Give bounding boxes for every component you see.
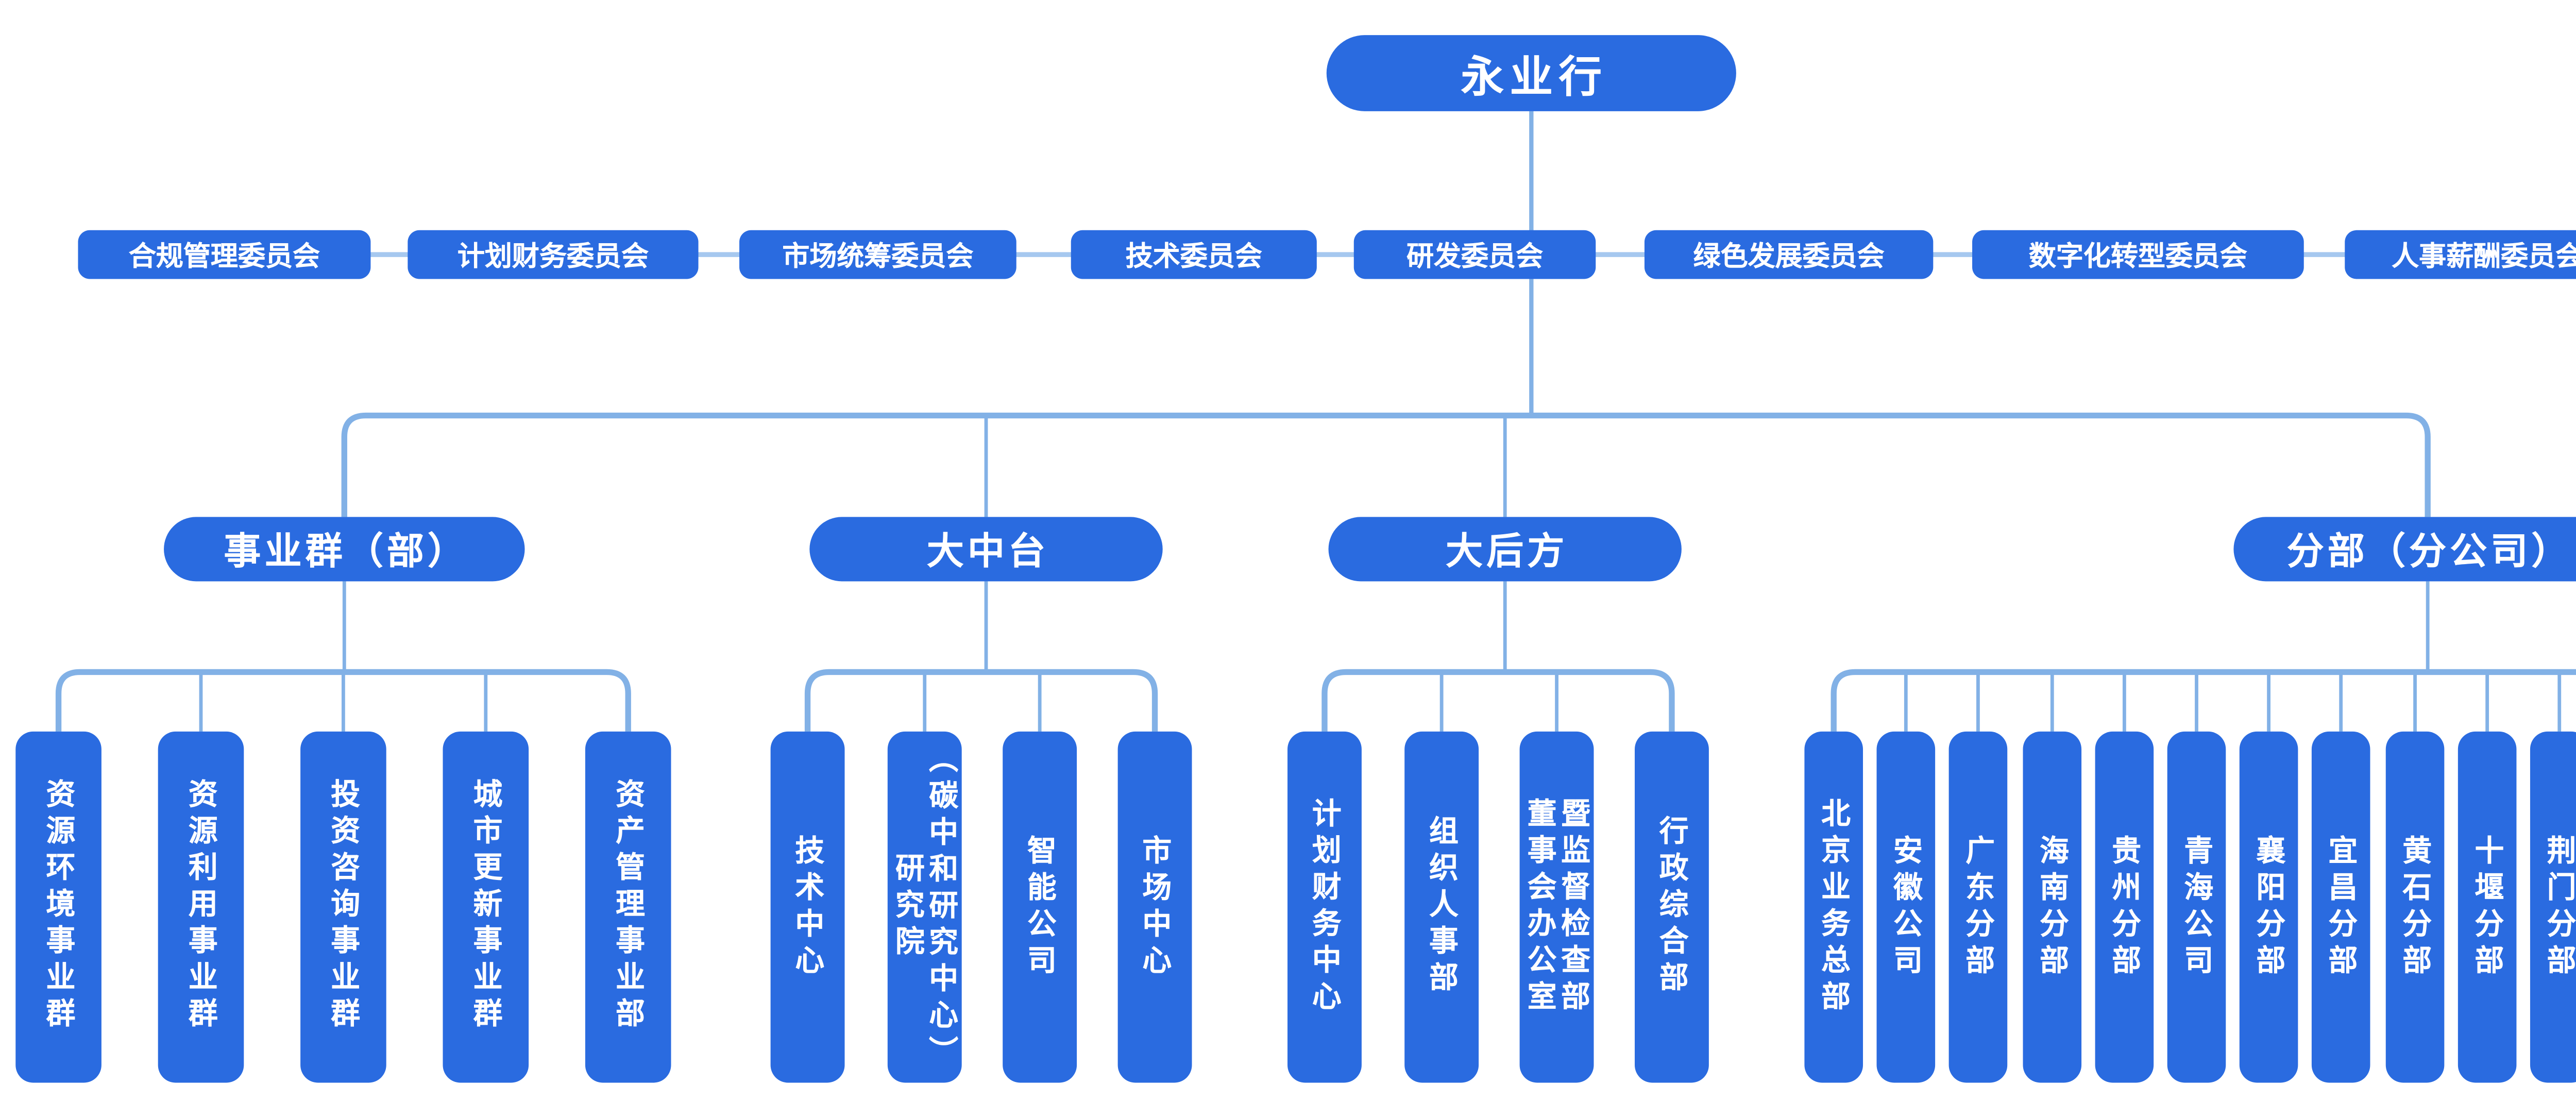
leaf-label: 青海公司 [2180, 834, 2214, 980]
group-header-node: 大后方 [1328, 517, 1682, 582]
group-header-label: 大中台 [926, 532, 1049, 574]
group-header-label: 大后方 [1446, 532, 1568, 574]
leaf-node: 组织人事部 [1404, 731, 1479, 1083]
level2-bus [341, 412, 2431, 517]
leaf-label: 广东分部 [1961, 834, 1995, 980]
committee-label: 绿色发展委员会 [1693, 239, 1885, 270]
leaf-node: 资源环境事业群 [15, 731, 101, 1083]
leaf-node: 资产管理事业部 [585, 731, 671, 1083]
group-header-label: 事业群（部） [224, 532, 469, 574]
committee-node: 技术委员会 [1071, 230, 1317, 279]
committee-label: 市场统筹委员会 [782, 239, 974, 270]
committee-node: 人事薪酬委员会 [2345, 230, 2576, 279]
leaf-label: 黄石分部 [2398, 834, 2432, 980]
group-header-node: 分部（分公司） [2233, 517, 2576, 582]
root-label: 永业行 [1461, 52, 1608, 100]
leaf-node: 计划财务中心 [1287, 731, 1362, 1083]
leaf-node: 资源利用事业群 [158, 731, 244, 1083]
leaf-label: 贵州分部 [2108, 834, 2142, 980]
committee-node: 计划财务委员会 [408, 230, 699, 279]
group-header-label: 分部（分公司） [2286, 532, 2572, 574]
leaf-label: 荆门分部 [2543, 834, 2576, 980]
leaf-label: 北京业务总部 [1817, 797, 1851, 1017]
committee-node: 研发委员会 [1353, 230, 1596, 279]
leaf-drops [199, 672, 488, 732]
group-bus [804, 669, 1158, 732]
leaf-node: 贵州分部 [2095, 731, 2154, 1083]
leaf-node: 青海公司 [2167, 731, 2226, 1083]
committee-label: 计划财务委员会 [457, 239, 649, 270]
leaf-node: 技术中心 [770, 731, 845, 1083]
committee-label: 合规管理委员会 [128, 239, 320, 270]
group-bus [1831, 669, 2576, 732]
leaf-label: 宜昌分部 [2324, 834, 2358, 980]
leaf-label: 投资咨询事业群 [327, 779, 361, 1036]
leaf-label: 市场中心 [1138, 834, 1172, 980]
committee-label: 研发委员会 [1406, 239, 1544, 270]
group-bus [1321, 669, 1675, 732]
leaf-label: 资源环境事业群 [42, 779, 76, 1036]
leaf-node: 智能公司 [1003, 731, 1077, 1083]
leaf-label: 城市更新事业群 [469, 779, 503, 1036]
leaf-label: 技术中心 [791, 834, 825, 980]
leaf-label: 行政综合部 [1655, 816, 1689, 999]
leaf-label: 安徽公司 [1889, 834, 1923, 980]
leaf-label: 襄阳分部 [2252, 834, 2286, 980]
leaf-label: 海南分部 [2036, 834, 2069, 980]
committee-node: 合规管理委员会 [78, 230, 371, 279]
leaf-drops [1439, 672, 1558, 732]
leaf-node: 安徽公司 [1876, 731, 1936, 1083]
leaf-label: 资源利用事业群 [184, 779, 218, 1036]
leaf-node: 投资咨询事业群 [300, 731, 386, 1083]
leaf-label: 智能公司 [1023, 834, 1057, 980]
leaf-node: 黄石分部 [2385, 731, 2445, 1083]
committee-label: 数字化转型委员会 [2028, 239, 2247, 270]
leaf-label: 十堰分部 [2470, 834, 2504, 980]
committee-node: 数字化转型委员会 [1972, 230, 2304, 279]
group-header-node: 大中台 [809, 517, 1163, 582]
leaf-label: 资产管理事业部 [612, 779, 645, 1036]
leaf-label: 计划财务中心 [1308, 797, 1342, 1017]
leaf-label: 董事会办公室 暨监督检查部 [1523, 797, 1590, 1017]
leaf-label: 组织人事部 [1425, 816, 1459, 999]
leaf-node: 荆门分部 [2530, 731, 2576, 1083]
committee-node: 市场统筹委员会 [739, 230, 1016, 279]
org-node-root: 永业行 [1326, 35, 1736, 111]
leaf-node: 行政综合部 [1635, 731, 1709, 1083]
leaf-node: 宜昌分部 [2311, 731, 2370, 1083]
leaf-label: 研究院 （碳中和研究中心） [891, 742, 959, 1072]
leaf-drops [1904, 672, 2562, 732]
leaf-node: 襄阳分部 [2239, 731, 2298, 1083]
leaf-node: 北京业务总部 [1804, 731, 1863, 1083]
leaf-node: 城市更新事业群 [443, 731, 529, 1083]
committee-label: 技术委员会 [1125, 239, 1262, 270]
leaf-node: 海南分部 [2023, 731, 2082, 1083]
group-header-node: 事业群（部） [164, 517, 525, 582]
committee-node: 绿色发展委员会 [1644, 230, 1934, 279]
leaf-drops [923, 672, 1042, 732]
leaf-node: 市场中心 [1117, 731, 1192, 1083]
leaf-node: 董事会办公室 暨监督检查部 [1519, 731, 1594, 1083]
leaf-node: 十堰分部 [2458, 731, 2517, 1083]
committee-label: 人事薪酬委员会 [2392, 239, 2576, 270]
leaf-node: 研究院 （碳中和研究中心） [887, 731, 962, 1083]
leaf-node: 广东分部 [1948, 731, 2008, 1083]
